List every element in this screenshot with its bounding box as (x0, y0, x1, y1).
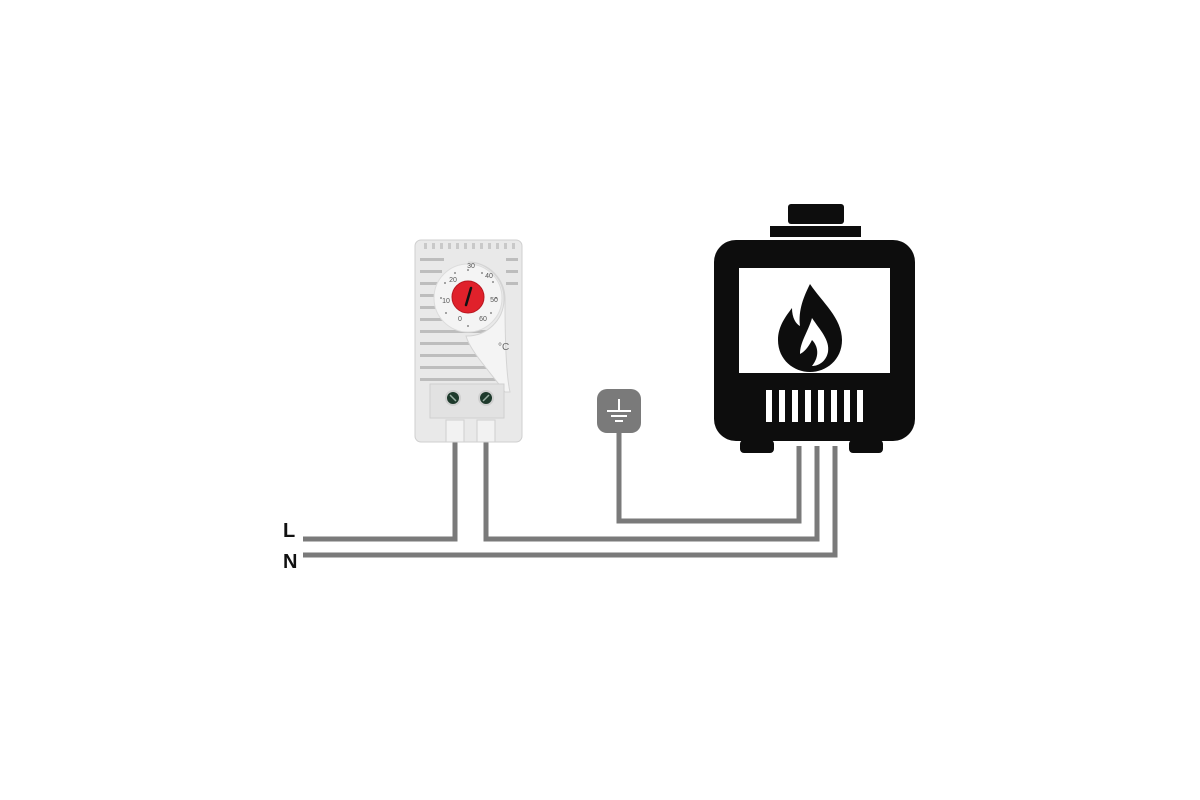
dial-label-30: 30 (467, 263, 475, 270)
knob-indicator (464, 286, 473, 307)
dial-label-10: 10 (442, 298, 450, 305)
heater-foot-left (740, 440, 774, 453)
dial-label-60: 60 (479, 316, 487, 323)
line-label-l: L (283, 520, 296, 542)
flame-icon (778, 284, 842, 372)
heater-foot-right (849, 440, 883, 453)
thermostat-dial-face (465, 261, 511, 393)
wire-switched-line (483, 425, 820, 542)
ground-symbol-icon (597, 389, 641, 433)
heater-neck (770, 226, 861, 237)
thermostat-top-vents (424, 243, 515, 249)
thermostat: 30 40 50 60 0 10 20 °C (414, 239, 523, 443)
dial-label-40: 40 (485, 273, 493, 280)
wire-line-in (303, 425, 458, 542)
thermostat-unit: °C (498, 342, 509, 353)
wire-ground (616, 425, 802, 524)
dial-ticks (440, 269, 497, 327)
dial-label-20: 20 (449, 277, 457, 284)
terminal-clip-right (476, 419, 496, 443)
heater-cap (788, 204, 844, 224)
dial-label-50: 50 (490, 297, 498, 304)
wire-neutral (303, 446, 838, 558)
heater-grille (766, 390, 863, 422)
line-label-n: N (283, 551, 298, 573)
dial-label-0: 0 (458, 316, 462, 323)
dial-scale-labels: 30 40 50 60 0 10 20 (442, 263, 498, 323)
terminal-clip-left (445, 419, 465, 443)
wires (303, 425, 838, 558)
